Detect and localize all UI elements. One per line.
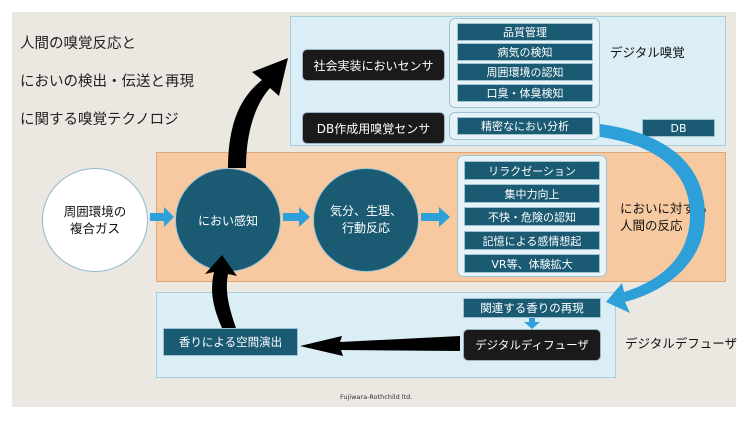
db-sensor-box: DB作成用嗅覚センサ (302, 112, 445, 144)
application-environment-awareness: 周囲環境の認知 (457, 63, 593, 81)
precise-analysis-box: 精密なにおい分析 (457, 117, 593, 135)
response-memory-emotion: 記憶による感情想起 (464, 231, 600, 250)
application-disease-detection: 病気の検知 (457, 43, 593, 61)
smell-perception-circle: におい感知 (175, 168, 281, 272)
db-box: DB (642, 119, 715, 137)
digital-diffuser-label: デジタルデフューザ (625, 336, 738, 351)
diagram-title: 人間の嗅覚反応と においの検出・伝送と再現 に関する嗅覚テクノロジ (20, 16, 194, 149)
response-relaxation: リラクゼーション (464, 161, 600, 180)
application-quality-control: 品質管理 (457, 23, 593, 41)
right-arrow-icon (150, 207, 174, 227)
title-line-2: においの検出・伝送と再現 (20, 74, 194, 90)
curved-up-arrow-icon (205, 255, 237, 328)
response-concentration: 集中力向上 (464, 184, 600, 203)
application-body-odor-detection: 口臭・体臭検知 (457, 84, 593, 102)
curved-down-arrow-icon (600, 124, 705, 313)
space-effect-box: 香りによる空間演出 (163, 328, 298, 356)
reproduce-scent-box: 関連する香りの再現 (463, 298, 601, 318)
left-arrow-icon (300, 336, 460, 356)
title-line-3: に関する嗅覚テクノロジ (20, 112, 179, 128)
mood-physiology-circle: 気分、生理、 行動反応 (313, 168, 419, 272)
right-arrow-icon (421, 207, 450, 227)
response-vr-experience: VR等、体験拡大 (464, 254, 600, 273)
digital-olfaction-label: デジタル嗅覚 (610, 45, 685, 60)
digital-diffuser-box: デジタルディフューザ (463, 329, 601, 361)
human-response-label: においに対する 人間の反応 (620, 201, 708, 233)
environment-gas-circle: 周囲環境の 複合ガス (42, 168, 148, 272)
curved-up-arrow-icon (228, 58, 288, 168)
title-line-1: 人間の嗅覚反応と (20, 36, 136, 52)
response-danger-recognition: 不快・危険の認知 (464, 207, 600, 226)
right-arrow-icon (283, 207, 310, 227)
down-arrow-icon (524, 318, 540, 329)
credit-text: Fujiwara-Rothchild ltd. (340, 393, 413, 401)
society-sensor-box: 社会実装においセンサ (302, 49, 445, 81)
